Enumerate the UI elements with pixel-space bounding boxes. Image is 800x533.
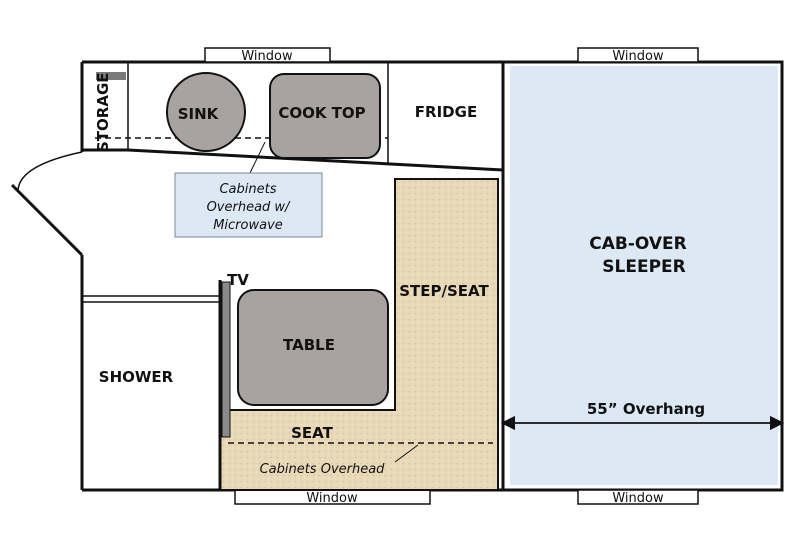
- callout-line-2: Overhead w/: [207, 200, 291, 215]
- window-top-right-label: Window: [612, 49, 664, 64]
- window-top-right: Window: [577, 47, 699, 64]
- overhang-dimension: 55” Overhang: [500, 400, 785, 431]
- storage-cabinet: STORAGE: [94, 62, 129, 152]
- overhang-label: 55” Overhang: [587, 400, 705, 418]
- cabinets-microwave-callout: Cabinets Overhead w/ Microwave: [174, 141, 323, 238]
- shower-label: SHOWER: [99, 368, 174, 386]
- cab-over-sleeper-area: [510, 66, 778, 485]
- tv: TV: [221, 271, 249, 438]
- sink: SINK: [166, 72, 246, 152]
- sleeper-label-line-2: SLEEPER: [602, 257, 685, 277]
- cooktop: COOK TOP: [269, 73, 381, 159]
- callout-line-3: Microwave: [213, 218, 283, 233]
- callout-line-1: Cabinets: [219, 182, 276, 197]
- shower: SHOWER: [82, 280, 222, 490]
- table-label: TABLE: [283, 336, 335, 354]
- cabinets-overhead-label: Cabinets Overhead: [260, 462, 386, 477]
- window-bottom-right-label: Window: [612, 491, 664, 506]
- table: TABLE: [237, 289, 389, 406]
- window-bottom-left-label: Window: [306, 491, 358, 506]
- cabinets-overhead-pointer: [394, 444, 419, 463]
- sleeper-label-line-1: CAB-OVER: [589, 234, 687, 254]
- window-bottom-left: Window: [234, 489, 431, 506]
- sink-label: SINK: [178, 105, 220, 123]
- seat-label: SEAT: [291, 424, 333, 442]
- storage-label: STORAGE: [94, 72, 112, 152]
- window-top-left-label: Window: [241, 49, 293, 64]
- tv-label: TV: [227, 271, 249, 289]
- entry-door: [10, 151, 84, 257]
- window-bottom-right: Window: [577, 489, 699, 506]
- fridge-label: FRIDGE: [415, 103, 477, 121]
- step-seat-label: STEP/SEAT: [399, 282, 489, 300]
- window-top-left: Window: [204, 47, 331, 64]
- cooktop-label: COOK TOP: [278, 104, 365, 122]
